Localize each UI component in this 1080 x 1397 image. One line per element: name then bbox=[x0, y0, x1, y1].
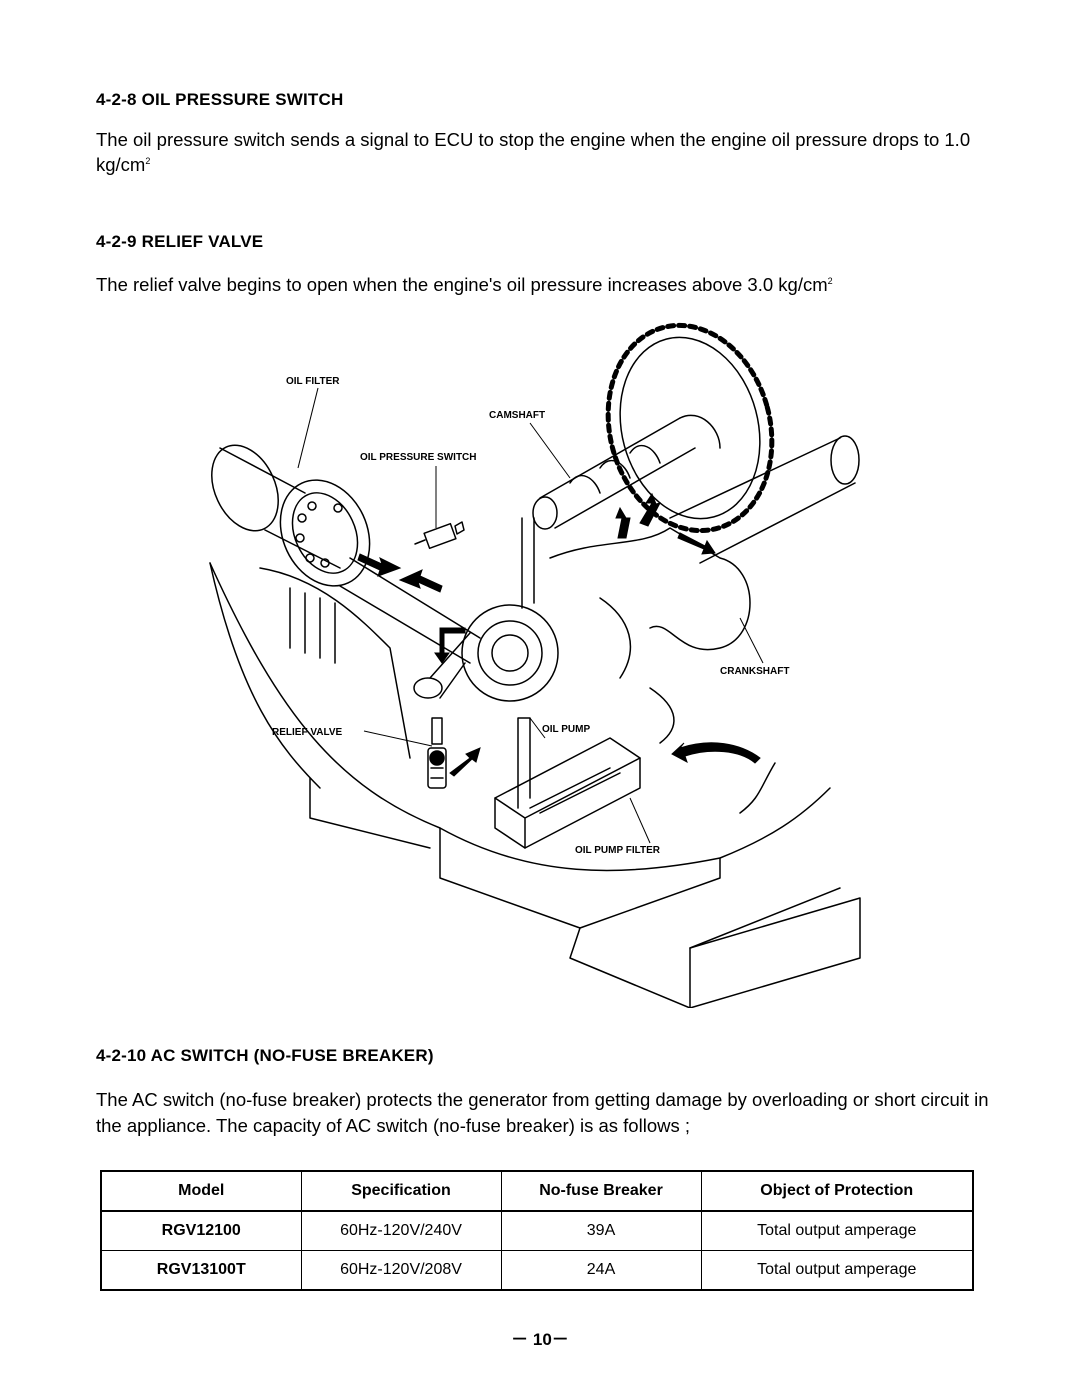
relief-valve-paragraph: The relief valve begins to open when the… bbox=[96, 272, 996, 297]
flow-arrow bbox=[615, 506, 631, 539]
cooling-fins bbox=[289, 587, 336, 664]
header-specification: Specification bbox=[300, 1170, 502, 1212]
oil-pressure-switch bbox=[414, 521, 465, 550]
splash-arrow bbox=[671, 742, 761, 764]
cell-protection: Total output amperage bbox=[700, 1210, 974, 1251]
header-no-fuse-breaker: No-fuse Breaker bbox=[500, 1170, 702, 1212]
cell-breaker: 24A bbox=[500, 1250, 702, 1291]
flow-arrow bbox=[434, 627, 466, 664]
cell-specification: 60Hz-120V/240V bbox=[300, 1210, 502, 1251]
section-heading-ac-switch: 4-2-10 AC SWITCH (NO-FUSE BREAKER) bbox=[96, 1046, 434, 1065]
cell-model: RGV12100 bbox=[100, 1210, 302, 1251]
cell-protection: Total output amperage bbox=[700, 1250, 974, 1291]
oil-gallery bbox=[339, 557, 481, 664]
lubrication-system-diagram: OIL FILTER CAMSHAFT OIL PRESSURE SWITCH … bbox=[209, 322, 861, 1008]
superscript-2: 2 bbox=[145, 155, 151, 166]
flow-arrow bbox=[398, 569, 443, 593]
pickup-tube bbox=[517, 717, 531, 809]
camshaft bbox=[532, 414, 721, 530]
leader-line bbox=[363, 730, 433, 747]
crankshaft bbox=[549, 435, 860, 679]
relief-valve bbox=[427, 717, 447, 789]
label-crankshaft: CRANKSHAFT bbox=[720, 666, 789, 677]
leader-line bbox=[629, 797, 651, 844]
flow-arrow bbox=[449, 747, 481, 777]
header-object-of-protection: Object of Protection bbox=[700, 1170, 974, 1212]
oil-filter bbox=[211, 444, 371, 587]
cell-breaker: 39A bbox=[500, 1210, 702, 1251]
cell-model: RGV13100T bbox=[100, 1250, 302, 1291]
cell-specification: 60Hz-120V/208V bbox=[300, 1250, 502, 1291]
oil-pump-filter bbox=[494, 737, 641, 849]
flow-arrow bbox=[639, 492, 661, 527]
leader-line bbox=[739, 617, 764, 664]
flow-arrow bbox=[357, 553, 402, 577]
table-header-row: Model Specification No-fuse Breaker Obje… bbox=[100, 1170, 974, 1212]
flow-arrow bbox=[649, 687, 675, 744]
leader-line bbox=[529, 422, 571, 479]
section-heading-relief-valve: 4-2-9 RELIEF VALVE bbox=[96, 232, 264, 251]
header-model: Model bbox=[100, 1170, 302, 1212]
section-heading-oil-pressure-switch: 4-2-8 OIL PRESSURE SWITCH bbox=[96, 90, 344, 109]
oil-pressure-switch-paragraph: The oil pressure switch sends a signal t… bbox=[96, 127, 996, 177]
page-number: － 10－ bbox=[511, 1330, 569, 1349]
label-relief-valve: RELIEF VALVE bbox=[272, 727, 343, 738]
engine-base bbox=[209, 562, 861, 1008]
label-camshaft: CAMSHAFT bbox=[489, 410, 545, 421]
label-oil-pump: OIL PUMP bbox=[542, 724, 590, 735]
relief-valve-text: The relief valve begins to open when the… bbox=[96, 274, 828, 295]
label-oil-filter: OIL FILTER bbox=[286, 376, 340, 387]
crankcase-edge bbox=[259, 567, 411, 759]
riser-tube bbox=[521, 517, 535, 609]
table-row: RGV12100 60Hz-120V/240V 39A Total output… bbox=[100, 1210, 974, 1251]
oil-pump bbox=[413, 604, 559, 702]
ac-switch-paragraph: The AC switch (no-fuse breaker) protects… bbox=[96, 1089, 989, 1136]
leader-line bbox=[529, 717, 546, 739]
ac-switch-spec-table: Model Specification No-fuse Breaker Obje… bbox=[100, 1170, 974, 1291]
label-oil-pump-filter: OIL PUMP FILTER bbox=[575, 845, 661, 856]
table-row: RGV13100T 60Hz-120V/208V 24A Total outpu… bbox=[100, 1250, 974, 1291]
splash-arrow bbox=[739, 762, 776, 814]
label-oil-pressure-switch: OIL PRESSURE SWITCH bbox=[360, 452, 477, 463]
oil-pressure-switch-text: The oil pressure switch sends a signal t… bbox=[96, 129, 971, 175]
flow-arrow bbox=[677, 532, 716, 555]
leader-line bbox=[297, 387, 319, 469]
cam-gear bbox=[605, 322, 775, 534]
superscript-2: 2 bbox=[827, 275, 833, 286]
